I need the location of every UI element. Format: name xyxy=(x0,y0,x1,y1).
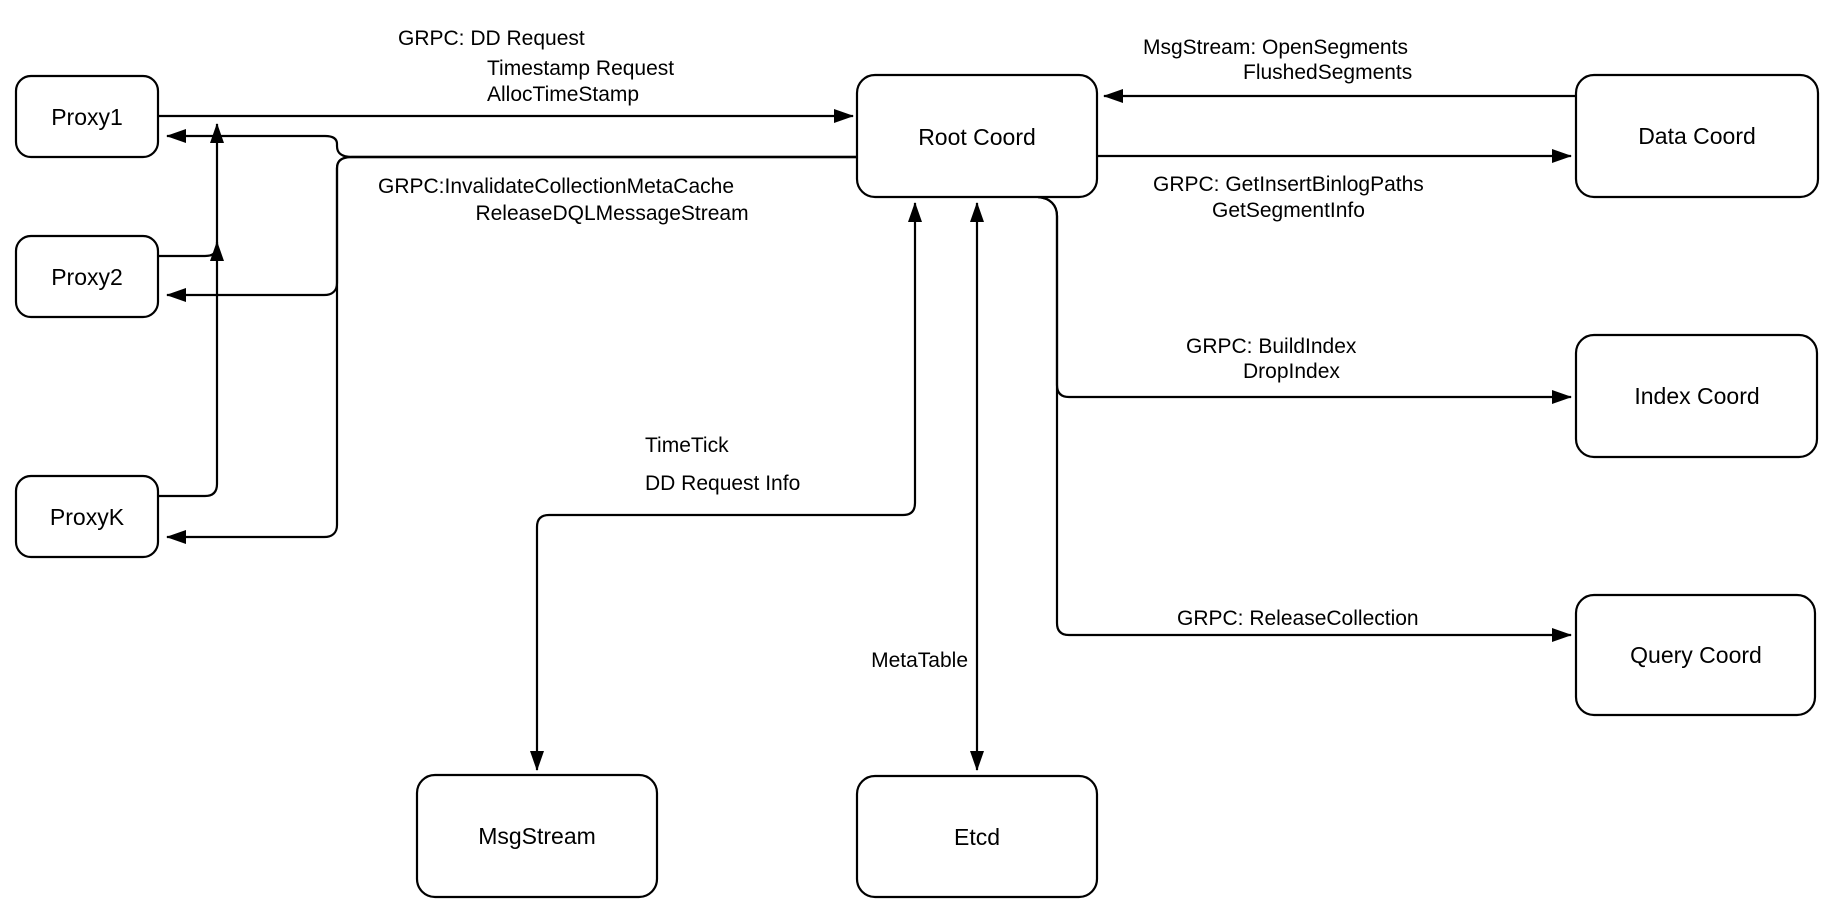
label-root-to-etcd: MetaTable xyxy=(871,649,968,672)
edge-rootcoord-msgstream-bidirectional xyxy=(530,202,922,771)
node-proxy1-label: Proxy1 xyxy=(51,104,123,130)
node-index-coord: Index Coord xyxy=(1574,333,1819,459)
label-root-to-data: GRPC: GetInsertBinlogPaths GetSegmentInf… xyxy=(1153,173,1424,222)
label-timetick: TimeTick xyxy=(645,434,729,457)
label-root-to-index: GRPC: BuildIndex DropIndex xyxy=(1186,335,1357,383)
label-flushedsegments: FlushedSegments xyxy=(1243,61,1412,84)
label-timestamp-request: Timestamp Request xyxy=(487,57,674,80)
label-root-to-proxies: GRPC:InvalidateCollectionMetaCache Relea… xyxy=(378,175,749,225)
node-root-coord-box xyxy=(855,73,1099,199)
label-dropindex: DropIndex xyxy=(1243,360,1340,383)
node-query-coord-label: Query Coord xyxy=(1630,642,1762,668)
node-data-coord-box xyxy=(1574,73,1820,199)
node-proxy2-box xyxy=(14,234,160,319)
node-query-coord-box xyxy=(1574,593,1817,717)
node-etcd: Etcd xyxy=(855,774,1099,899)
label-getinsertbinlogpaths: GRPC: GetInsertBinlogPaths xyxy=(1153,173,1424,196)
node-index-coord-box xyxy=(1574,333,1819,459)
node-proxyk-label: ProxyK xyxy=(50,504,125,530)
node-proxyk-box xyxy=(14,474,160,559)
node-proxy2-label: Proxy2 xyxy=(51,264,123,290)
edge-rootcoord-to-proxyk xyxy=(166,155,857,544)
node-etcd-box xyxy=(855,774,1099,899)
label-data-to-root: MsgStream: OpenSegments FlushedSegments xyxy=(1143,36,1412,84)
edge-rootcoord-to-proxy1 xyxy=(166,129,857,159)
node-data-coord: Data Coord xyxy=(1574,73,1820,199)
edge-proxy2-merge-up xyxy=(158,241,224,261)
edge-proxyk-merge-up xyxy=(158,123,224,498)
node-msgstream-box xyxy=(415,773,659,899)
label-alloctimestamp: AllocTimeStamp xyxy=(487,83,639,106)
node-query-coord: Query Coord xyxy=(1574,593,1817,717)
node-proxy1: Proxy1 xyxy=(14,74,160,159)
node-proxy2: Proxy2 xyxy=(14,234,160,319)
label-root-to-query: GRPC: ReleaseCollection xyxy=(1177,607,1419,630)
label-grpc-releasecollection: GRPC: ReleaseCollection xyxy=(1177,607,1419,630)
node-root-coord-label: Root Coord xyxy=(918,124,1036,150)
label-grpc-buildindex: GRPC: BuildIndex xyxy=(1186,335,1357,358)
node-root-coord: Root Coord xyxy=(855,73,1099,199)
node-etcd-label: Etcd xyxy=(954,824,1000,850)
label-msgstream-opensegments: MsgStream: OpenSegments xyxy=(1143,36,1408,59)
label-invalidate-collection-metacache: GRPC:InvalidateCollectionMetaCache xyxy=(378,175,734,198)
label-dd-request-info: DD Request Info xyxy=(645,472,800,495)
label-release-dql-messagestream: ReleaseDQLMessageStream xyxy=(475,202,748,225)
node-msgstream-label: MsgStream xyxy=(478,823,596,849)
node-proxyk: ProxyK xyxy=(14,474,160,559)
label-grpc-dd-request: GRPC: DD Request xyxy=(398,27,585,50)
label-proxy-to-root: GRPC: DD Request Timestamp Request Alloc… xyxy=(398,27,674,106)
edge-rootcoord-to-querycoord xyxy=(1037,195,1572,642)
node-index-coord-label: Index Coord xyxy=(1634,383,1759,409)
label-root-to-msgstream: TimeTick DD Request Info xyxy=(645,434,800,495)
label-metatable: MetaTable xyxy=(871,649,968,672)
node-data-coord-label: Data Coord xyxy=(1638,123,1756,149)
node-proxy1-box xyxy=(14,74,160,159)
label-getsegmentinfo: GetSegmentInfo xyxy=(1212,199,1365,222)
node-msgstream: MsgStream xyxy=(415,773,659,899)
